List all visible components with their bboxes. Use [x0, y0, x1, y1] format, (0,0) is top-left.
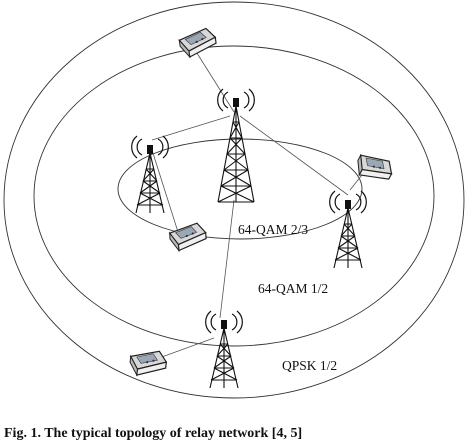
link-relay-left-to-mobile-mid — [151, 149, 179, 233]
inner-coverage-ring — [117, 138, 363, 240]
link-bs-to-relay-right — [239, 115, 349, 196]
relay-tower-left — [131, 135, 169, 214]
zone-label-middle: 64-QAM 1/2 — [258, 281, 328, 296]
outer-coverage-ring — [3, 1, 465, 399]
mobile-station-middle — [168, 222, 208, 252]
link-bs-to-relay-left — [151, 115, 231, 141]
connection-links — [147, 41, 371, 363]
zone-label-inner: 64-QAM 2/3 — [238, 222, 308, 237]
figure-caption: Fig. 1. The typical topology of relay ne… — [4, 426, 302, 441]
relay-tower-right — [329, 190, 367, 269]
relay-tower-bottom — [205, 310, 243, 389]
mobile-station-top — [177, 26, 219, 59]
mobile-station-right — [351, 147, 397, 189]
link-bs-to-relay-bottom — [219, 199, 235, 319]
base-station-tower — [217, 88, 255, 203]
mobile-station-bottom — [128, 347, 168, 379]
middle-coverage-ring — [33, 45, 435, 347]
zone-label-outer: QPSK 1/2 — [282, 358, 337, 373]
